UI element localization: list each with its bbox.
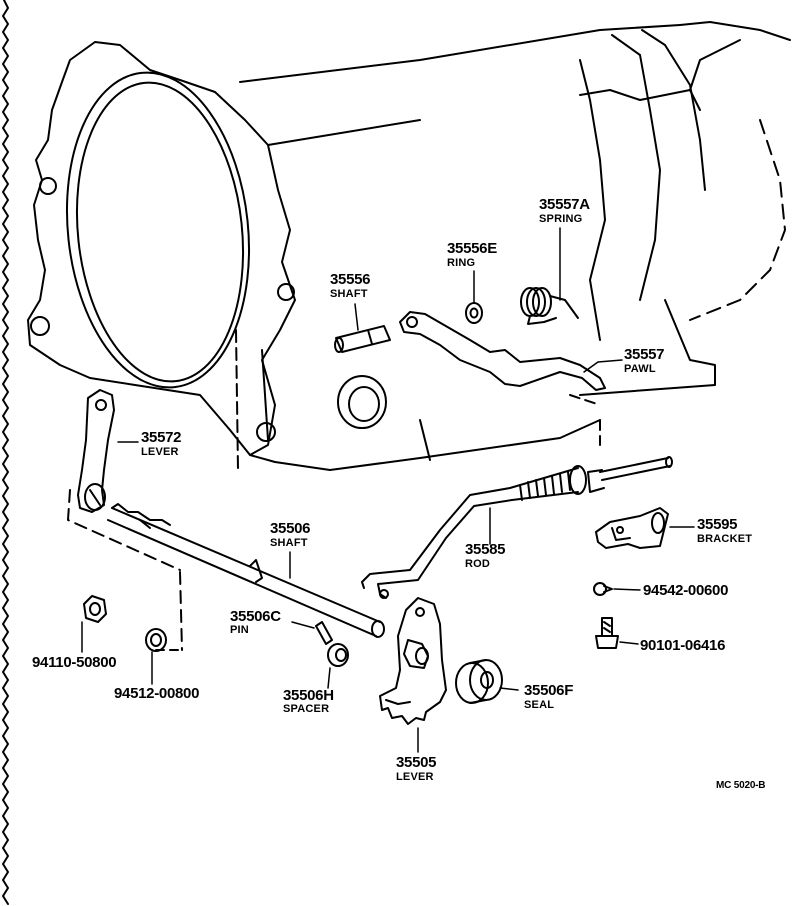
part-label-35556: 35556 SHAFT [330,271,371,300]
pin-part [315,621,333,645]
part-name: SHAFT [270,537,308,549]
part-number: 35505 [396,754,437,771]
page-edge [2,0,9,905]
lever-35572-part [67,389,181,571]
part-number: 90101-06416 [640,637,726,654]
part-name: LEVER [141,446,179,458]
part-label-35557A: 35557A SPRING [539,197,590,225]
part-number: 35506C [230,608,281,625]
part-name: RING [447,257,476,269]
part-label-94512-00800: 94512-00800 [114,686,199,701]
part-label-94542-00600: 94542-00600 [643,583,728,598]
part-label-35506F: 35506F SEAL [524,683,573,711]
rod-part [361,456,673,599]
part-name: LEVER [396,771,434,783]
part-name: SHAFT [330,288,368,300]
part-number: 35556E [447,240,497,257]
part-name: ROD [465,558,491,570]
part-number: 35585 [465,541,506,558]
part-label-35506C: 35506C PIN [230,609,281,636]
part-name: PIN [230,624,249,636]
shaft-35506-part [107,503,385,651]
part-name: SPACER [283,703,330,715]
part-label-94110-50800: 94110-50800 [32,654,117,671]
part-number: 35595 [697,516,738,533]
spacer-part [327,643,349,667]
seal-part [455,659,503,704]
part-name: BRACKET [697,533,753,545]
part-name: SPRING [539,213,583,225]
lever-35505-part [379,597,447,725]
part-label-35557: 35557 PAWL [624,346,665,375]
part-number: 35506F [524,682,574,699]
shaft-35556-part [334,325,391,353]
part-label-35506: 35506 SHAFT [270,520,311,549]
part-number: 35572 [141,429,182,446]
part-label-90101-06416: 90101-06416 [640,638,725,653]
nut-part [83,595,107,623]
part-name: SEAL [524,699,555,711]
part-number: 35556 [330,271,371,288]
spring-part [520,287,579,325]
part-label-35556E: 35556E RING [447,241,497,269]
part-label-35506H: 35506H SPACER [283,688,334,715]
washer-part [145,628,167,652]
part-number: 35506 [270,520,311,537]
leader-lines [81,227,695,753]
part-number: 94512-00800 [114,685,200,702]
bracket-part [595,507,669,549]
diagram-code: MC 5020-B [716,780,766,791]
pawl-part [399,311,606,446]
part-number: 35557A [539,196,590,213]
bolt-94542-part [593,582,613,596]
part-number: 94542-00600 [643,582,729,599]
part-label-35572: 35572 LEVER [141,429,182,458]
transmission-case [27,21,791,471]
part-number: 35557 [624,346,665,363]
part-number: 94110-50800 [32,654,117,671]
ring-part [465,302,483,324]
bolt-90101-part [595,617,619,649]
part-name: PAWL [624,363,656,375]
part-label-35505: 35505 LEVER [396,754,437,783]
part-label-35585: 35585 ROD [465,541,506,570]
part-number: 35506H [283,687,334,704]
part-label-35595: 35595 BRACKET [697,517,752,545]
